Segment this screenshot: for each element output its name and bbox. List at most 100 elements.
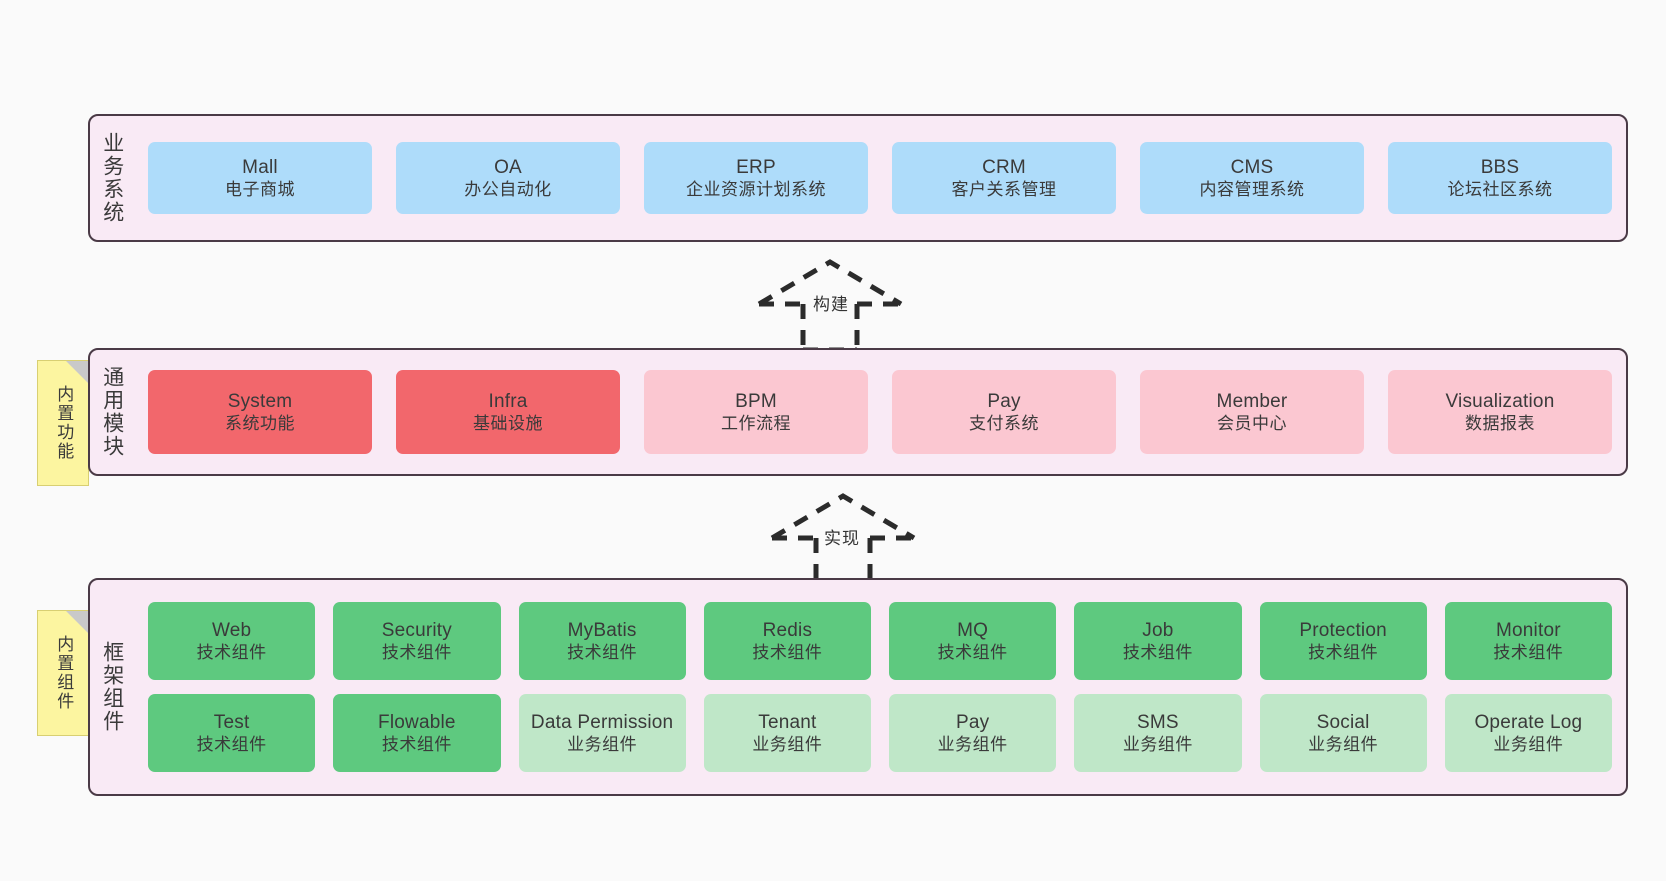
node-label-cn: 论坛社区系统 — [1447, 180, 1553, 200]
node-label-cn: 业务组件 — [1308, 735, 1379, 755]
node-protection[interactable]: Protection 技术组件 — [1259, 602, 1427, 680]
node-infra[interactable]: Infra 基础设施 — [396, 370, 620, 454]
node-label-cn: 技术组件 — [196, 643, 267, 663]
node-label-en: System — [227, 390, 293, 412]
node-cms[interactable]: CMS 内容管理系统 — [1140, 142, 1364, 214]
node-label-cn: 系统功能 — [225, 414, 295, 434]
node-label-cn: 客户关系管理 — [951, 180, 1057, 200]
node-operate-log[interactable]: Operate Log 业务组件 — [1444, 694, 1612, 772]
node-label-cn: 技术组件 — [1493, 643, 1564, 663]
layer-body-business: Mall 电子商城 OA 办公自动化 ERP 企业资源计划系统 CRM 客户关系… — [134, 116, 1626, 240]
layer-body-framework: Web 技术组件 Security 技术组件 MyBatis 技术组件 Redi… — [134, 580, 1626, 794]
node-security[interactable]: Security 技术组件 — [333, 602, 501, 680]
node-label-en: Protection — [1299, 619, 1387, 641]
node-tenant[interactable]: Tenant 业务组件 — [703, 694, 871, 772]
node-label-en: ERP — [736, 156, 776, 178]
connector-implement-label: 实现 — [824, 529, 860, 548]
node-mall[interactable]: Mall 电子商城 — [148, 142, 372, 214]
node-mybatis[interactable]: MyBatis 技术组件 — [518, 602, 686, 680]
node-row: Mall 电子商城 OA 办公自动化 ERP 企业资源计划系统 CRM 客户关系… — [148, 142, 1612, 214]
node-label-en: Pay — [955, 711, 990, 733]
layer-body-common: System 系统功能 Infra 基础设施 BPM 工作流程 Pay 支付系统… — [134, 350, 1626, 474]
node-web[interactable]: Web 技术组件 — [148, 602, 316, 680]
node-label-cn: 业务组件 — [752, 735, 823, 755]
node-label-cn: 技术组件 — [1308, 643, 1379, 663]
node-bbs[interactable]: BBS 论坛社区系统 — [1388, 142, 1612, 214]
connector-build-label: 构建 — [813, 295, 849, 314]
layer-title-framework: 框架组件 — [100, 641, 124, 733]
node-label-cn: 技术组件 — [381, 735, 452, 755]
node-label-en: Web — [211, 619, 252, 641]
node-label-en: Monitor — [1495, 619, 1561, 641]
node-label-cn: 企业资源计划系统 — [686, 180, 826, 200]
sticky-note-builtin-features: 内置功能 — [37, 360, 89, 486]
node-row: Web 技术组件 Security 技术组件 MyBatis 技术组件 Redi… — [148, 602, 1612, 680]
node-crm[interactable]: CRM 客户关系管理 — [892, 142, 1116, 214]
node-data-permission[interactable]: Data Permission 业务组件 — [518, 694, 686, 772]
sticky-note-builtin-components: 内置组件 — [37, 610, 89, 736]
node-redis[interactable]: Redis 技术组件 — [703, 602, 871, 680]
node-label-en: Data Permission — [530, 711, 674, 733]
node-label-en: CMS — [1230, 156, 1274, 178]
node-label-cn: 技术组件 — [381, 643, 452, 663]
layer-framework-components[interactable]: 框架组件 Web 技术组件 Security 技术组件 MyBatis 技术组件… — [88, 578, 1628, 796]
node-monitor[interactable]: Monitor 技术组件 — [1444, 602, 1612, 680]
layer-title-common: 通用模块 — [100, 366, 124, 458]
node-label-en: Tenant — [758, 711, 817, 733]
node-label-cn: 内容管理系统 — [1199, 180, 1305, 200]
node-sms[interactable]: SMS 业务组件 — [1074, 694, 1242, 772]
node-bpm[interactable]: BPM 工作流程 — [644, 370, 868, 454]
node-row: Test 技术组件 Flowable 技术组件 Data Permission … — [148, 694, 1612, 772]
node-member[interactable]: Member 会员中心 — [1140, 370, 1364, 454]
node-label-cn: 业务组件 — [937, 735, 1008, 755]
node-label-en: Job — [1142, 619, 1174, 641]
node-label-en: OA — [494, 156, 522, 178]
node-test[interactable]: Test 技术组件 — [148, 694, 316, 772]
node-label-cn: 工作流程 — [721, 414, 791, 434]
node-label-cn: 技术组件 — [567, 643, 638, 663]
node-visualization[interactable]: Visualization 数据报表 — [1388, 370, 1612, 454]
node-label-en: SMS — [1136, 711, 1179, 733]
node-label-en: Infra — [488, 390, 528, 412]
layer-common-modules[interactable]: 通用模块 System 系统功能 Infra 基础设施 BPM 工作流程 Pay… — [88, 348, 1628, 476]
node-pay-module[interactable]: Pay 支付系统 — [892, 370, 1116, 454]
node-label-en: MyBatis — [567, 619, 637, 641]
node-pay-component[interactable]: Pay 业务组件 — [889, 694, 1057, 772]
node-label-en: Redis — [762, 619, 813, 641]
node-label-en: Social — [1316, 711, 1370, 733]
node-label-en: Member — [1216, 390, 1288, 412]
node-erp[interactable]: ERP 企业资源计划系统 — [644, 142, 868, 214]
node-label-cn: 支付系统 — [969, 414, 1039, 434]
node-label-en: Test — [213, 711, 250, 733]
node-mq[interactable]: MQ 技术组件 — [889, 602, 1057, 680]
node-oa[interactable]: OA 办公自动化 — [396, 142, 620, 214]
node-label-cn: 业务组件 — [1122, 735, 1193, 755]
node-social[interactable]: Social 业务组件 — [1259, 694, 1427, 772]
node-label-cn: 技术组件 — [196, 735, 267, 755]
node-label-en: Operate Log — [1474, 711, 1583, 733]
node-label-en: BBS — [1480, 156, 1520, 178]
node-label-en: Visualization — [1445, 390, 1555, 412]
node-flowable[interactable]: Flowable 技术组件 — [333, 694, 501, 772]
node-label-cn: 技术组件 — [937, 643, 1008, 663]
node-label-cn: 技术组件 — [752, 643, 823, 663]
node-label-en: Flowable — [378, 711, 456, 733]
node-label-cn: 业务组件 — [567, 735, 638, 755]
page-fold-icon — [66, 611, 88, 633]
node-label-cn: 基础设施 — [473, 414, 543, 434]
layer-business-systems[interactable]: 业务系统 Mall 电子商城 OA 办公自动化 ERP 企业资源计划系统 CRM… — [88, 114, 1628, 242]
node-system[interactable]: System 系统功能 — [148, 370, 372, 454]
node-label-cn: 数据报表 — [1465, 414, 1535, 434]
node-label-cn: 业务组件 — [1493, 735, 1564, 755]
node-label-en: Pay — [987, 390, 1021, 412]
node-row: System 系统功能 Infra 基础设施 BPM 工作流程 Pay 支付系统… — [148, 370, 1612, 454]
node-label-cn: 会员中心 — [1217, 414, 1287, 434]
node-label-en: Mall — [242, 156, 278, 178]
node-label-en: CRM — [982, 156, 1026, 178]
node-job[interactable]: Job 技术组件 — [1074, 602, 1242, 680]
node-label-en: Security — [381, 619, 452, 641]
node-label-cn: 电子商城 — [225, 180, 295, 200]
node-label-en: MQ — [957, 619, 989, 641]
sticky-note-label: 内置功能 — [54, 385, 74, 461]
